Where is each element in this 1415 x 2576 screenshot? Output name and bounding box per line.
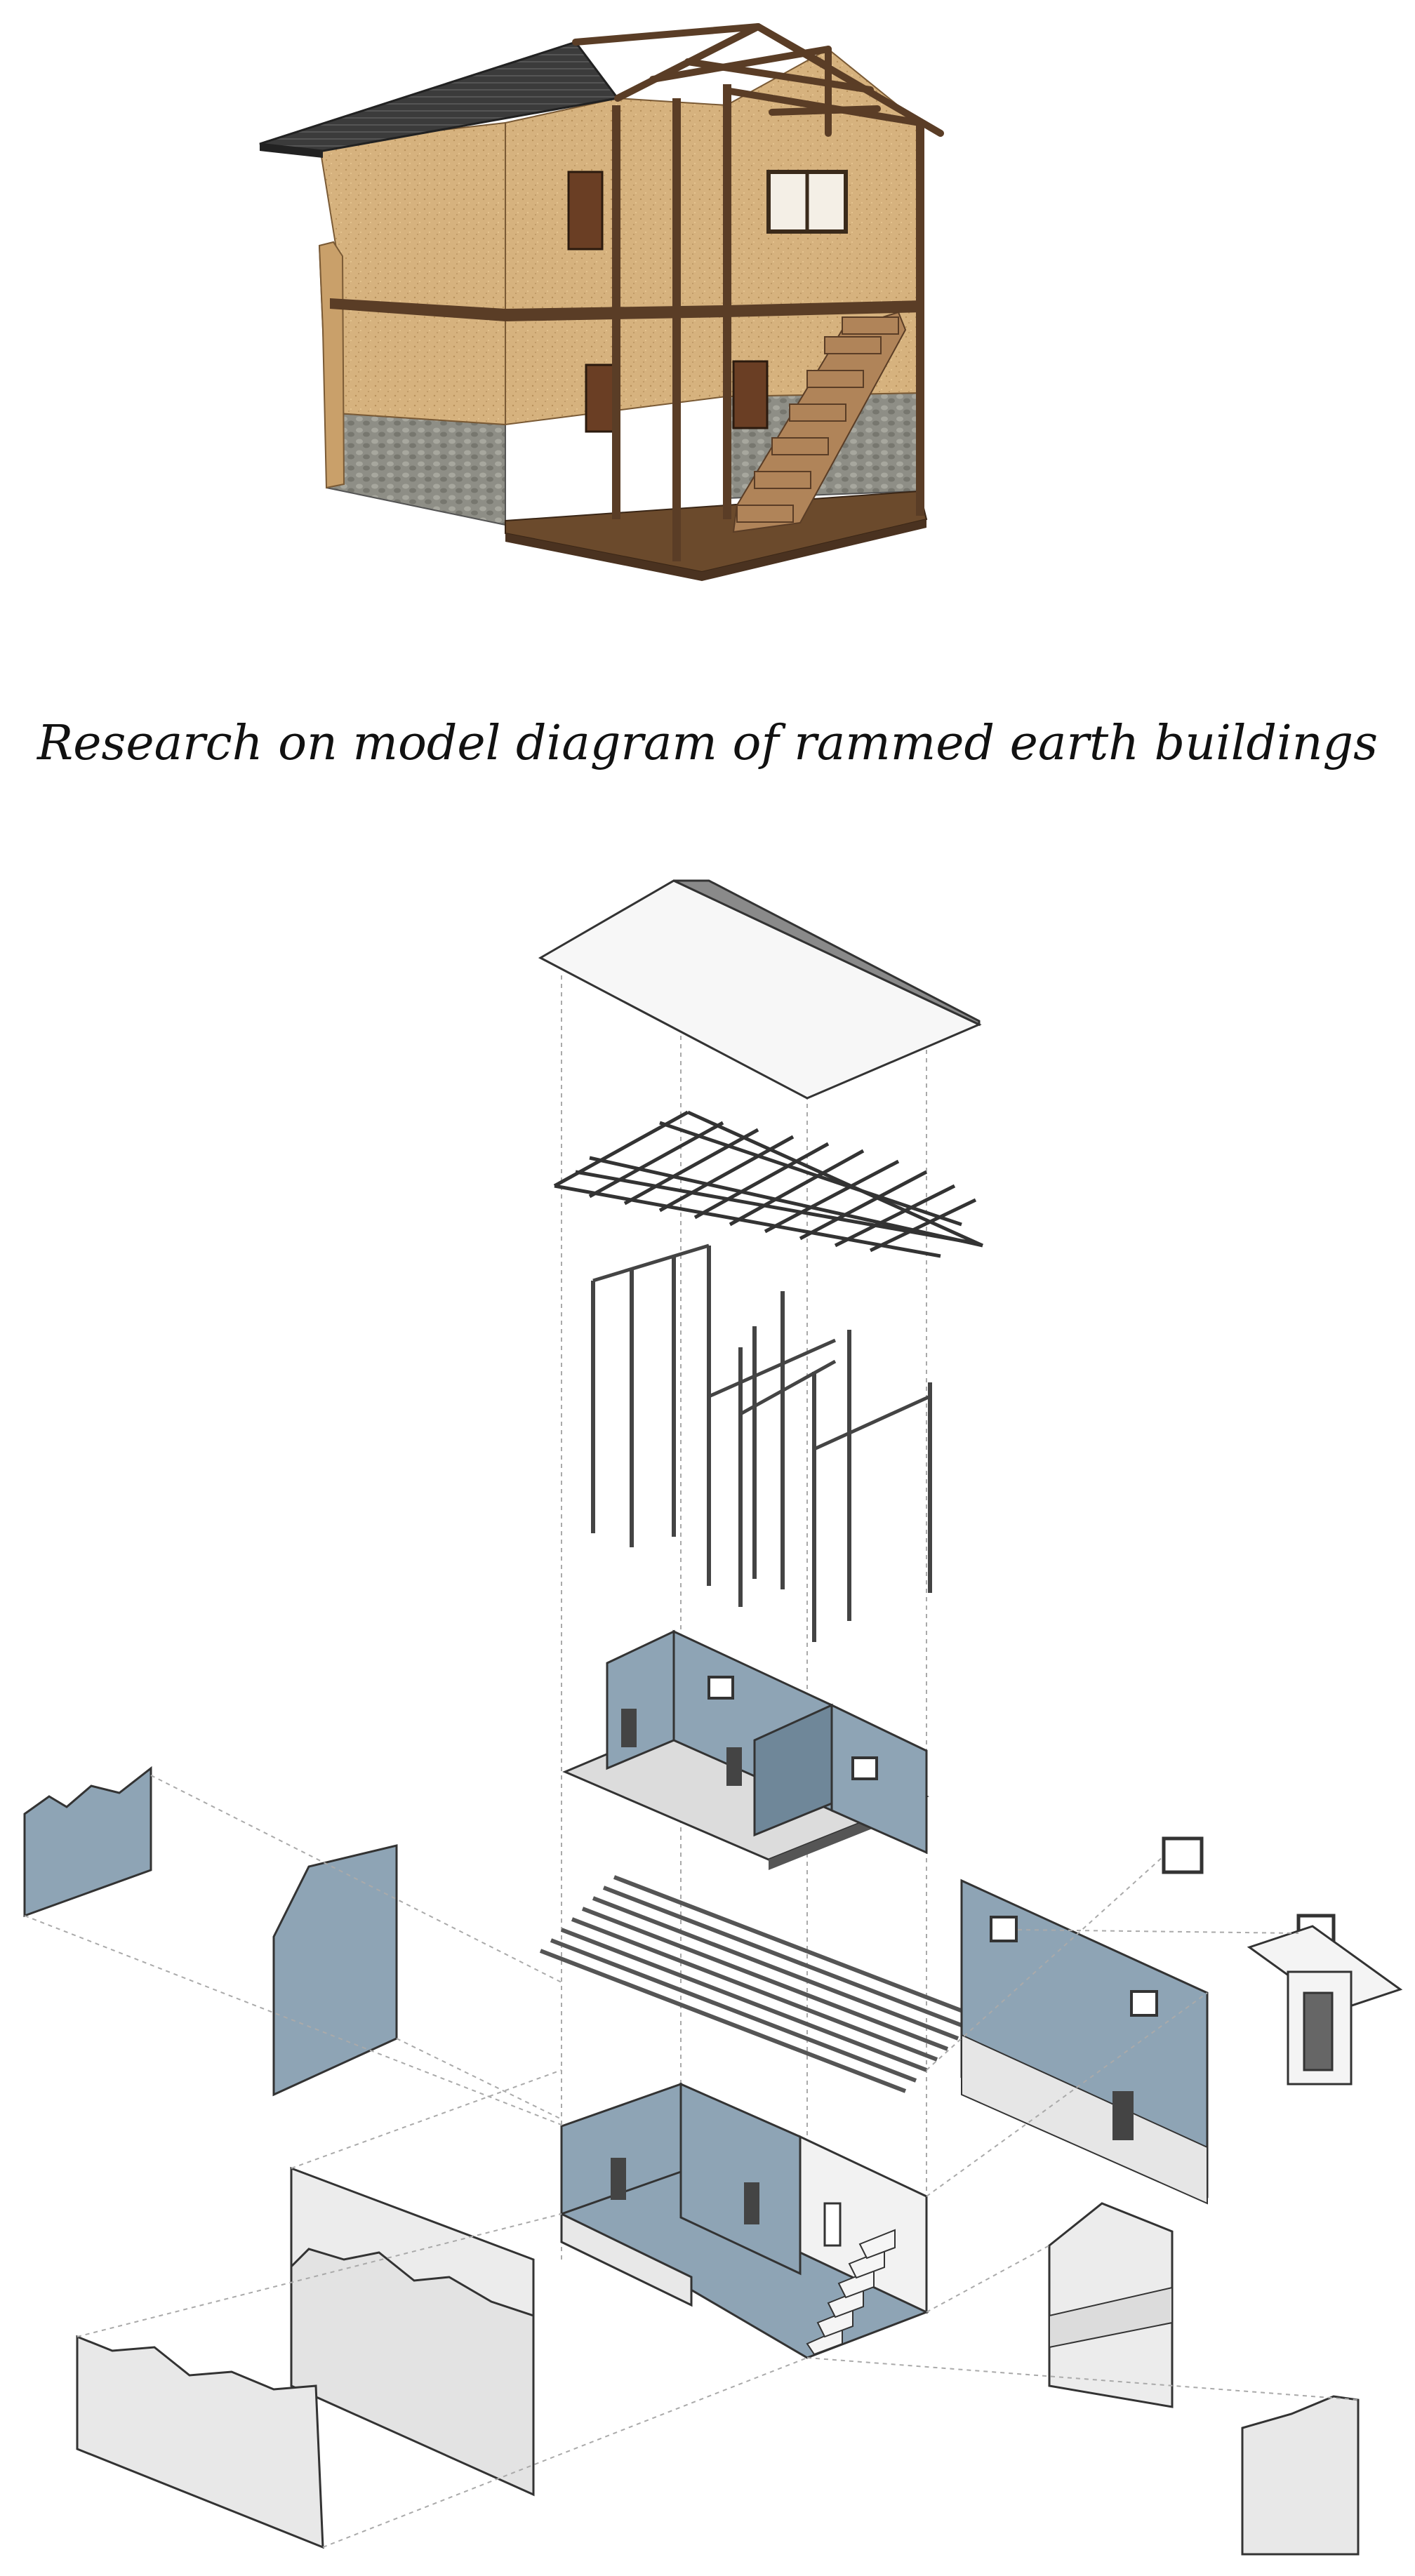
exploded-timber-posts — [591, 1246, 932, 1642]
exploded-timber-beams — [592, 1243, 931, 1451]
horizontal-guide-lines — [24, 1775, 1359, 2548]
upper-door — [567, 171, 604, 251]
exterior-staircase — [732, 311, 907, 533]
mid-floor-beam — [330, 298, 923, 321]
exploded-entry-porch — [1247, 1925, 1403, 2086]
exploded-ground-floor — [559, 2082, 929, 2359]
exploded-upper-floor — [562, 1629, 929, 1870]
lower-door-right — [732, 360, 769, 429]
exploded-roof-truss — [553, 1110, 984, 1258]
exploded-roof — [538, 879, 982, 1100]
exploded-floor-joists — [539, 1875, 981, 2093]
diagram-caption: Research on model diagram of rammed eart… — [37, 716, 1378, 771]
exploded-right-walls — [960, 1836, 1403, 2556]
exposed-roof-truss — [572, 23, 944, 137]
timber-posts — [612, 84, 924, 561]
exploded-left-walls — [23, 1766, 535, 2549]
